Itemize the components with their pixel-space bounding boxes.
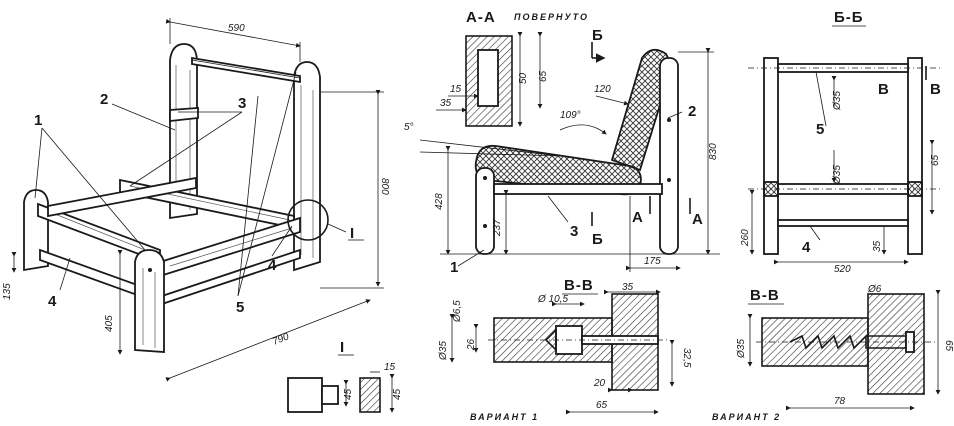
- side-dim-175: 175: [644, 256, 661, 267]
- right-side-frame: [149, 216, 301, 310]
- iso-part-2-label: 2: [100, 91, 108, 108]
- section-bb-left-post: [763, 57, 779, 255]
- section-aa-note: ПОВЕРНУТО: [514, 12, 589, 22]
- side-angle-5: 5°: [404, 122, 414, 133]
- section-aa-dim-35: 35: [440, 98, 452, 109]
- section-aa-title: А-А: [466, 9, 496, 26]
- iso-part-leaders: [34, 71, 297, 297]
- variant-1-caption: ВАРИАНТ 1: [470, 412, 539, 422]
- section-bb-dim-520: 520: [834, 264, 851, 275]
- front-right-post: [134, 249, 165, 353]
- section-aa-dim-65: 65: [538, 70, 549, 82]
- isometric-chair-view: I 590 800 790 405 135: [2, 18, 390, 382]
- variant-1-dim-20: 20: [593, 378, 606, 389]
- detail-i-title: I: [340, 339, 344, 356]
- section-bb-dim-d35-top: Ø35: [832, 91, 843, 111]
- back-slats: [119, 107, 295, 230]
- section-bb-dim-35: 35: [872, 240, 883, 252]
- variant-1-dim-d65: Ø6,5: [452, 300, 463, 323]
- detail-i-dim-45a: 45: [343, 388, 354, 400]
- variant-1-dim-d35: Ø35: [438, 341, 449, 361]
- side-part-1-label: 1: [450, 259, 458, 276]
- detail-callout-circle: [287, 199, 329, 241]
- section-bb-lower-rail: [777, 219, 909, 227]
- variant-2-caption: ВАРИАНТ 2: [712, 412, 781, 422]
- section-bb-cut-v-right: В: [930, 81, 941, 98]
- variant-2-post: [867, 293, 925, 395]
- iso-part-4a-label: 4: [48, 293, 57, 310]
- section-bb-view: Б-Б Ø35 Ø35 65 260 520 35 4 5 В В: [740, 9, 941, 275]
- variant-1-dim-325: 32,5: [681, 348, 692, 368]
- iso-dim-rail-height: 135: [2, 283, 13, 300]
- variant-1-title: В-В: [564, 277, 594, 294]
- section-bb-part-4-label: 4: [802, 239, 811, 256]
- variant-1-view: В-В Ø 10,5 35 Ø6,5 Ø35 26 32,5 20 65 ВАР…: [438, 277, 692, 422]
- variant-2-dim-d6: Ø6: [867, 284, 882, 295]
- section-bb-dim-260: 260: [740, 229, 751, 247]
- seat-rail: [493, 183, 663, 195]
- variant-1-dim-35top: 35: [622, 282, 634, 293]
- iso-dim-length: 790: [271, 331, 291, 348]
- iso-part-5-label: 5: [236, 299, 244, 316]
- section-bb-dim-d35-mid: Ø35: [832, 165, 843, 185]
- section-aa-view: А-А ПОВЕРНУТО 15 35 50 65: [436, 9, 589, 127]
- variant-1-dim-26: 26: [466, 338, 477, 351]
- iso-dim-height: 800: [379, 178, 390, 195]
- side-cut-a-left: А: [632, 209, 643, 226]
- section-bb-part-5-label: 5: [816, 121, 824, 138]
- top-back-rail: [191, 56, 301, 84]
- detail-i-dim-15: 15: [384, 362, 396, 373]
- detail-i-dim-45b: 45: [392, 388, 403, 400]
- side-cut-a-right: А: [692, 211, 703, 228]
- iso-part-3-label: 3: [238, 95, 246, 112]
- side-cut-b-bottom: Б: [592, 231, 603, 248]
- section-bb-dim-65: 65: [930, 154, 941, 166]
- iso-part-4b-label: 4: [268, 257, 277, 274]
- variant-2-title: В-В: [750, 287, 780, 304]
- side-angle-109: 109°: [560, 110, 581, 121]
- section-bb-title: Б-Б: [834, 9, 864, 26]
- variant-2-dim-d35: Ø35: [736, 339, 747, 359]
- front-seat-rail: [47, 176, 197, 218]
- section-aa-dim-15: 15: [450, 84, 462, 95]
- iso-dim-seat-height: 405: [104, 315, 115, 332]
- variant-1-dim-65: 65: [596, 400, 608, 411]
- front-post: [475, 167, 495, 255]
- section-bb-cut-v-left: В: [878, 81, 889, 98]
- variant-1-dim-d105: Ø 10,5: [537, 294, 568, 305]
- iso-dim-width: 590: [228, 23, 245, 34]
- rear-post: [659, 57, 679, 255]
- side-dim-830: 830: [708, 143, 719, 160]
- section-aa-dim-50: 50: [518, 72, 529, 84]
- detail-callout-label: I: [350, 225, 354, 242]
- detail-i-view: I 15 45 45: [287, 339, 403, 413]
- side-cut-b-top: Б: [592, 27, 603, 44]
- variant-2-dim-65: 65: [943, 340, 954, 352]
- side-part-2-label: 2: [688, 103, 696, 120]
- side-view: 5° 109° 120 830 428 237 175 Б Б А А 1 2 …: [404, 27, 720, 276]
- iso-part-1-label: 1: [34, 112, 42, 129]
- variant-2-dim-78: 78: [834, 396, 846, 407]
- side-dim-120: 120: [594, 84, 611, 95]
- side-dim-237: 237: [492, 219, 503, 237]
- iso-dimension-lines: [11, 18, 384, 382]
- variant-2-view: В-В Ø6 Ø35 65 78 ВАРИАНТ 2: [712, 284, 954, 422]
- section-bb-right-post: [907, 57, 923, 255]
- side-dim-428: 428: [434, 193, 445, 210]
- side-part-3-label: 3: [570, 223, 578, 240]
